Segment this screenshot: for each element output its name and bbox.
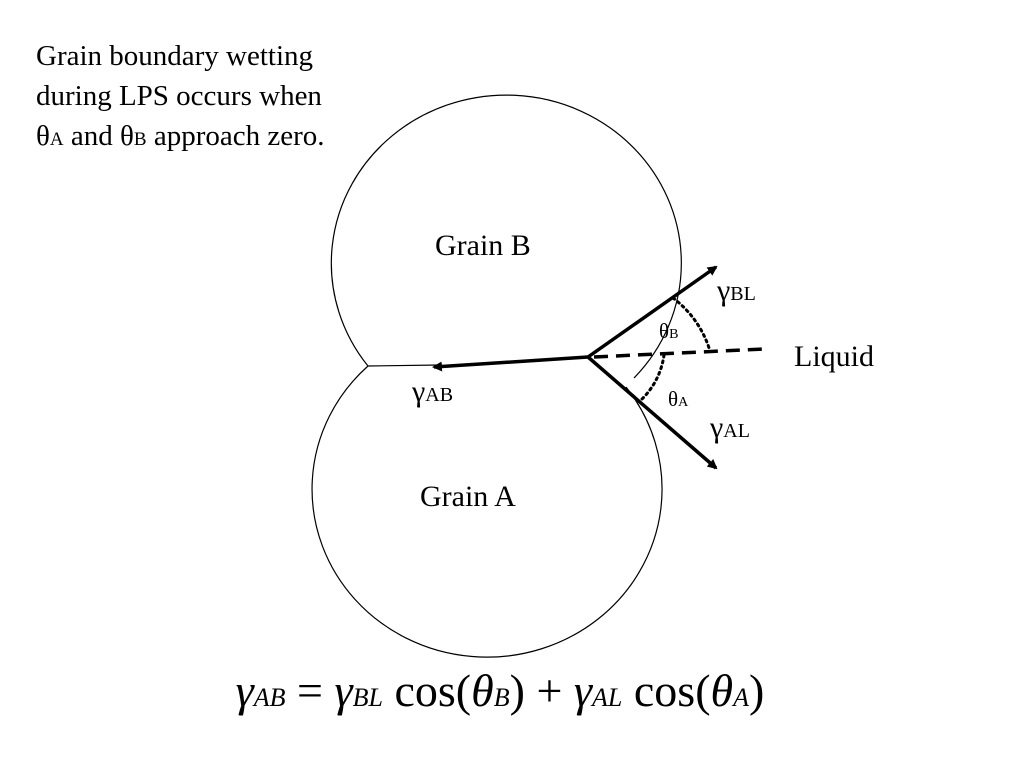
grain-a-outline: [311, 365, 663, 658]
eq-sub-bl: BL: [352, 683, 383, 712]
young-equation: γAB = γBL cos(θB) + γAL cos(θA): [0, 664, 1000, 717]
theta-a-label: θA: [668, 389, 688, 410]
eq-sub-b: B: [493, 683, 510, 712]
caption-line-2: during LPS occurs when: [36, 80, 322, 112]
caption-theta-a-sub: A: [49, 129, 64, 150]
eq-sub-ab: AB: [253, 683, 286, 712]
gamma-ab-arrow: [432, 355, 589, 372]
gamma-al-sub: AL: [723, 420, 750, 442]
liquid-interface-dashed: [593, 347, 765, 359]
theta-a-sub: A: [678, 395, 689, 410]
eq-gamma-bl: γ: [334, 665, 353, 716]
eq-cos-a: cos(: [622, 665, 711, 716]
caption-ending: approach zero.: [146, 120, 325, 152]
theta-b-label: θB: [659, 321, 678, 342]
eq-close-b: ): [509, 665, 525, 716]
gamma-bl-sub: BL: [730, 283, 756, 305]
gamma-ab-sub: AB: [425, 384, 454, 406]
grain-a-label: Grain A: [420, 480, 516, 513]
eq-theta-b: θ: [471, 665, 494, 716]
caption-line-3: θA and θB approach zero.: [36, 116, 396, 160]
gamma-ab-label: γAB: [412, 377, 453, 407]
gamma-al-symbol: γ: [710, 411, 724, 444]
eq-cos-b: cos(: [382, 665, 472, 716]
theta-a-symbol: θ: [668, 387, 679, 411]
eq-close-a: ): [749, 665, 765, 716]
grain-b-outline: [330, 94, 682, 379]
caption-text: Grain boundary wetting during LPS occurs…: [36, 36, 396, 160]
eq-gamma-al: γ: [573, 665, 593, 716]
caption-theta-b-symbol: θ: [120, 120, 134, 152]
gamma-bl-label: γBL: [717, 276, 756, 306]
eq-theta-a: θ: [710, 665, 734, 716]
gamma-al-arrow: [586, 355, 718, 470]
caption-and: and: [63, 120, 121, 152]
eq-equals: =: [285, 665, 335, 716]
eq-plus: +: [524, 665, 574, 716]
grain-boundary-line: [367, 364, 441, 367]
gamma-ab-symbol: γ: [412, 375, 426, 408]
gamma-bl-symbol: γ: [717, 274, 731, 307]
caption-line-1: Grain boundary wetting: [36, 40, 314, 72]
caption-theta-b-sub: B: [133, 129, 147, 150]
eq-gamma-ab: γ: [235, 665, 254, 716]
grain-b-label: Grain B: [435, 229, 531, 262]
theta-b-arc: [671, 296, 712, 353]
eq-sub-a: A: [733, 683, 750, 712]
theta-a-arc: [639, 353, 666, 402]
theta-b-symbol: θ: [659, 319, 670, 343]
theta-b-sub: B: [669, 327, 679, 342]
liquid-label: Liquid: [794, 340, 874, 373]
gamma-bl-arrow: [586, 265, 718, 359]
eq-sub-al: AL: [592, 683, 623, 712]
caption-theta-a-symbol: θ: [36, 120, 50, 152]
gamma-al-label: γAL: [710, 413, 750, 443]
